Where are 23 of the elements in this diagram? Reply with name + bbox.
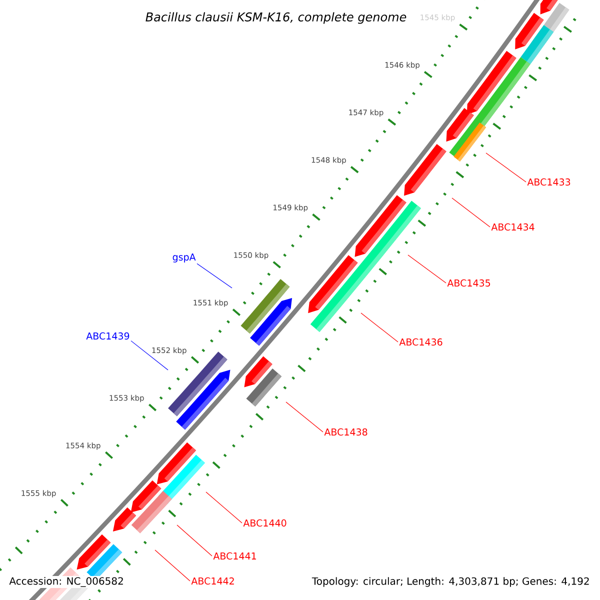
leader-line xyxy=(452,198,490,228)
footer-text: Accession: NC_006582 xyxy=(8,576,125,588)
leader-line xyxy=(130,340,168,370)
leader-line xyxy=(286,402,324,432)
gene-label: ABC1442 xyxy=(191,577,234,585)
gene-label: ABC1441 xyxy=(213,552,256,560)
gene-label: ABC1435 xyxy=(447,279,490,287)
title: Bacillus clausii KSM-K16, complete genome xyxy=(144,11,408,25)
leader-line xyxy=(408,254,446,284)
gene-label: ABC1438 xyxy=(324,428,368,436)
leader-line xyxy=(196,263,232,288)
gene-label: ABC1433 xyxy=(527,178,570,186)
gene-label: ABC1434 xyxy=(491,223,534,231)
leader-line xyxy=(176,524,212,556)
leader-line xyxy=(486,152,526,182)
gene-label: ABC1439 xyxy=(86,332,130,340)
leader-line xyxy=(206,492,242,524)
footer-text: Topology: circular; Length: 4,303,871 bp; Genes: 4,192 xyxy=(310,576,591,588)
gene-label: ABC1440 xyxy=(243,519,286,527)
gene-label: ABC1436 xyxy=(399,338,442,346)
leader-line xyxy=(154,550,190,582)
leader-line xyxy=(360,312,398,342)
gene-label: gspA xyxy=(172,254,196,262)
